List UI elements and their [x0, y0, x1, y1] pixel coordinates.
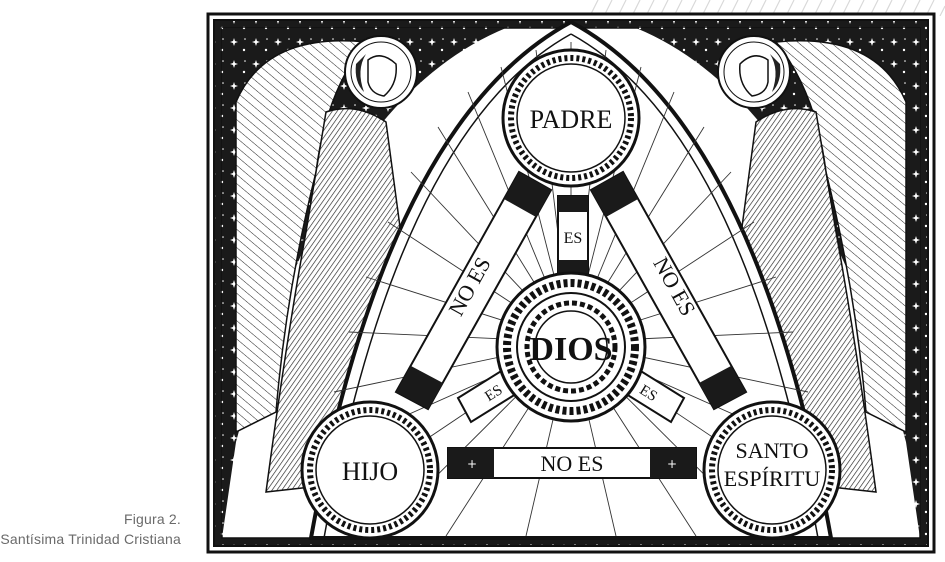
label-hijo: HIJO: [342, 457, 398, 486]
label-santo: SANTO: [736, 438, 809, 463]
figure-caption: Figura 2. Santísima Trinidad Cristiana: [0, 509, 181, 549]
label-edge-bottom: NO ES: [541, 451, 604, 476]
label-espiritu: ESPÍRITU: [724, 466, 821, 491]
label-padre: PADRE: [530, 105, 613, 134]
svg-text:+: +: [667, 457, 677, 471]
label-dios: DIOS: [529, 331, 612, 368]
trinity-shield-illustration: + + PADRE DIOS HIJO SANTO ESPÍRITU: [206, 12, 936, 554]
caption-figure-number: Figura 2.: [0, 509, 181, 529]
artist-signature: CONTI: [873, 517, 898, 526]
caption-title: Santísima Trinidad Cristiana: [0, 529, 181, 549]
label-spoke-top: ES: [564, 230, 583, 247]
svg-text:+: +: [467, 457, 477, 471]
